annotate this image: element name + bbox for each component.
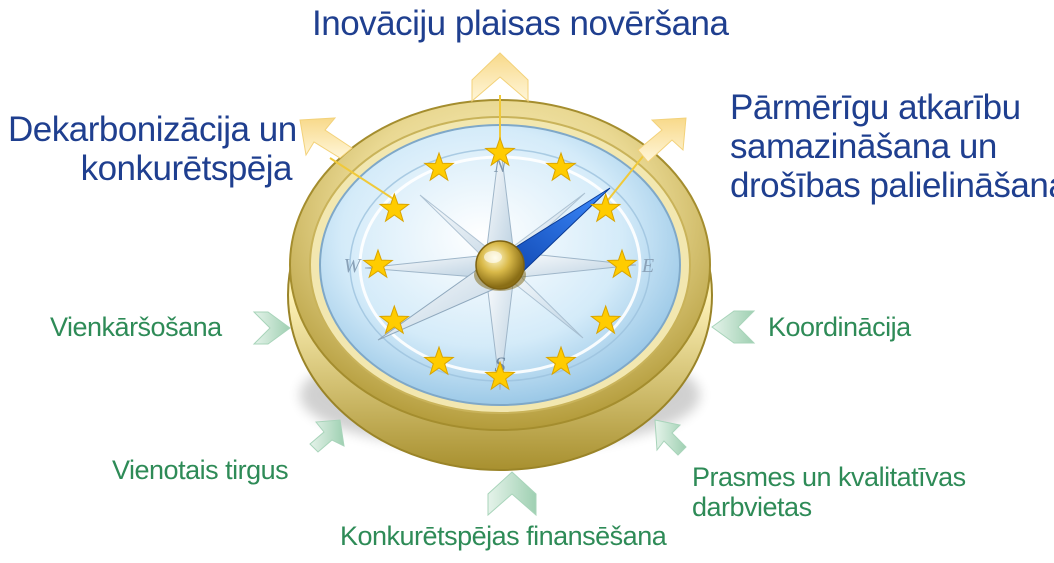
enabler-finansesana: Konkurētspējas finansēšana (340, 521, 667, 551)
enabler-arrows (252, 310, 756, 517)
eu-star (484, 136, 516, 167)
arrow-vienkarsosana (252, 311, 291, 345)
pillar-right-line-3: drošības palielināšana (730, 166, 1054, 206)
letter-west: W (344, 255, 363, 277)
pillar-arrows (299, 52, 687, 163)
eu-star (362, 248, 394, 279)
arrow-vienotais-tirgus (309, 419, 345, 453)
enabler-prasmes: Prasmes un kvalitatīvas darbvietas (692, 462, 966, 522)
eu-star (423, 151, 455, 182)
hub-highlight (484, 251, 502, 263)
eu-star (606, 248, 638, 279)
eu-star (484, 360, 516, 391)
arrow-top (471, 52, 529, 103)
pillar-right-line-2: samazināšana un (730, 127, 997, 167)
eu-star (378, 304, 411, 335)
arrow-koordinacija (711, 310, 756, 344)
eu-star (378, 192, 411, 223)
enabler-koordinacija: Koordinācija (768, 312, 911, 342)
pillar-left-label: Dekarbonizācija un konkurētspēja (8, 110, 297, 189)
arrow-right (637, 117, 687, 163)
pillar-left-line-1: Dekarbonizācija un (8, 110, 297, 149)
enabler-prasmes-line-2: darbvietas (692, 492, 812, 523)
leader-line-right (603, 149, 649, 206)
eu-star (545, 151, 577, 182)
enabler-vienotais-tirgus: Vienotais tirgus (112, 455, 289, 485)
pillar-right-line-1: Pārmērīgu atkarību (730, 88, 1021, 127)
enabler-vienkarsosana: Vienkāršošana (50, 312, 222, 342)
arrow-prasmes (654, 419, 687, 456)
pillar-top-label: Inovāciju plaisas novēršana (312, 4, 729, 43)
eu-star (423, 345, 455, 376)
pillar-right-label: Pārmērīgu atkarību samazināšana un drošī… (730, 88, 1054, 206)
enabler-prasmes-line-1: Prasmes un kvalitatīvas (692, 462, 966, 492)
letter-east: E (641, 255, 654, 277)
arrow-left (299, 117, 353, 159)
eu-star (545, 345, 577, 376)
eu-stars (362, 136, 638, 391)
eu-star (589, 192, 622, 223)
leader-line-left (329, 157, 396, 201)
arrow-finansesana (487, 471, 537, 517)
pillar-left-line-2: konkurētspēja (80, 149, 293, 189)
eu-star (589, 304, 622, 335)
compass-hub (475, 240, 525, 290)
